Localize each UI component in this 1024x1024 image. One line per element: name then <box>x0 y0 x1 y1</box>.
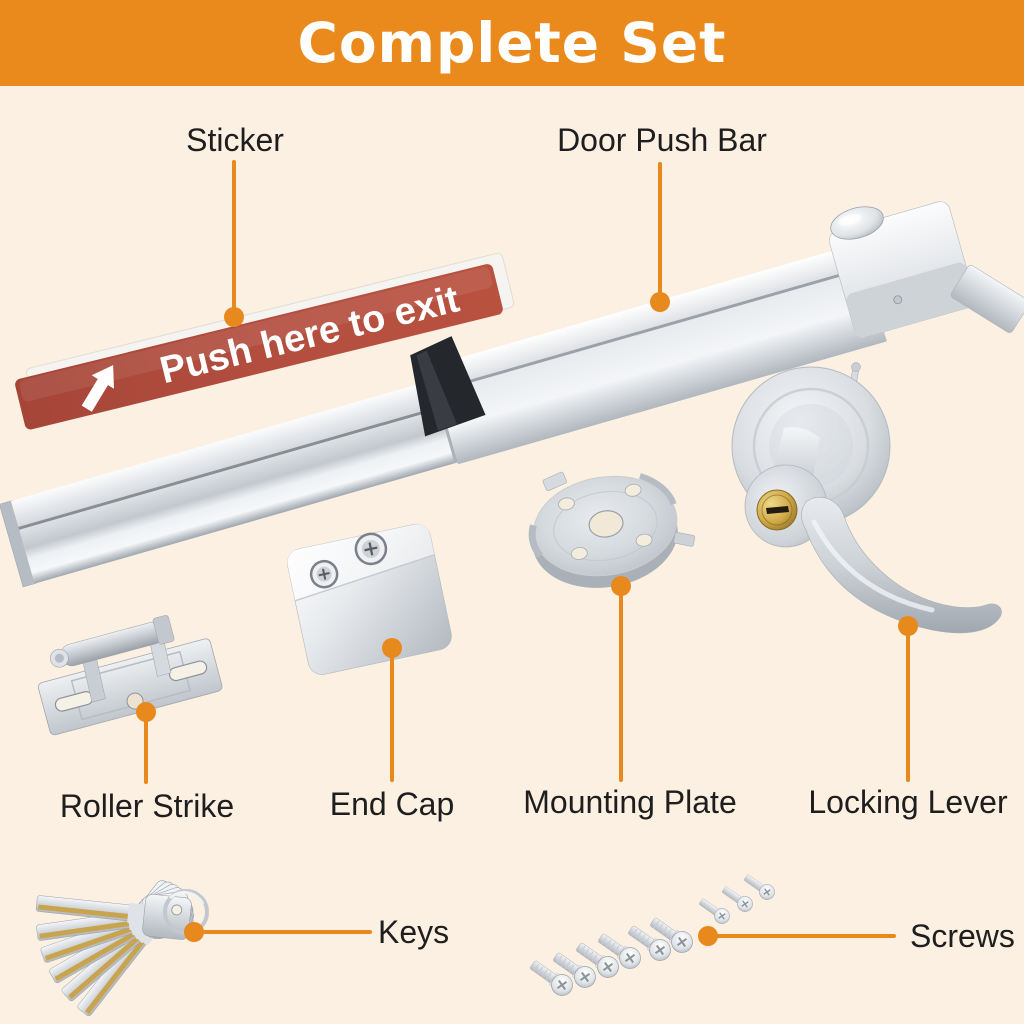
page-title: Complete Set <box>297 11 727 75</box>
sticker-arrow-icon <box>81 365 114 412</box>
lever-arm <box>801 496 1002 634</box>
screws <box>530 874 775 996</box>
callout-dot-keys <box>184 922 204 942</box>
callout-line-roller-strike <box>144 716 148 784</box>
locking-lever <box>731 362 1002 634</box>
callout-dot-locking-lever <box>898 616 918 636</box>
callout-line-locking-lever <box>906 630 910 782</box>
callout-line-door-push-bar <box>658 162 662 295</box>
mounting-plate <box>528 471 696 588</box>
callout-line-screws <box>714 934 896 938</box>
label-keys: Keys <box>378 914 450 950</box>
callout-line-end-cap <box>390 652 394 782</box>
label-roller-strike: Roller Strike <box>59 788 235 824</box>
bar-knob <box>830 206 884 240</box>
callout-dot-screws <box>698 926 718 946</box>
callout-dot-sticker <box>224 307 244 327</box>
bar-latch-arm <box>950 265 1024 333</box>
callout-line-mounting-plate <box>619 590 623 782</box>
callout-dot-door-push-bar <box>650 292 670 312</box>
sticker-part: Push here to exit <box>15 252 515 430</box>
end-cap-screw <box>309 559 339 589</box>
label-end-cap: End Cap <box>329 786 455 822</box>
label-sticker: Sticker <box>186 122 284 158</box>
callout-dot-end-cap <box>382 638 402 658</box>
label-locking-lever: Locking Lever <box>808 784 1008 820</box>
roller-strike <box>37 615 223 736</box>
callout-line-keys <box>200 930 372 934</box>
keys <box>35 880 209 1017</box>
door-push-bar <box>0 201 1024 588</box>
label-screws: Screws <box>910 918 1015 954</box>
label-door-push-bar: Door Push Bar <box>557 122 767 158</box>
title-banner: Complete Set <box>0 0 1024 86</box>
end-cap-screw <box>354 532 388 566</box>
callout-dot-roller-strike <box>136 702 156 722</box>
label-mounting-plate: Mounting Plate <box>523 784 737 820</box>
end-cap <box>286 523 452 675</box>
callout-dot-mounting-plate <box>611 576 631 596</box>
callout-line-sticker <box>232 160 236 310</box>
